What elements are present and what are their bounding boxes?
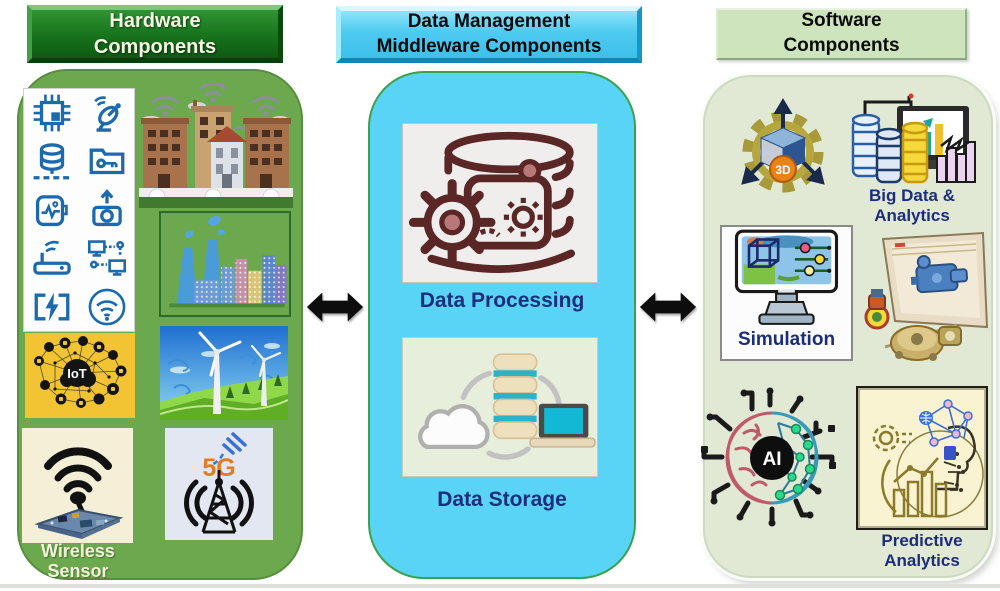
satellite-dish-icon (93, 96, 121, 132)
smart-city-factory-image (159, 211, 291, 317)
hardware-header: Hardware Components (27, 5, 283, 63)
data-processing-panel (402, 123, 598, 283)
predictive-analytics-label: Predictive Analytics (881, 531, 963, 570)
data-processing-label: Data Processing (419, 289, 585, 312)
simulation-label: Simulation (737, 329, 836, 350)
data-processing-icon (408, 131, 576, 273)
ai-label: AI (763, 449, 782, 470)
wifi-router-icon (32, 241, 71, 276)
network-computers-icon (87, 240, 126, 277)
bottom-divider (0, 584, 1000, 588)
bidirectional-arrow-mw-sw-icon (639, 292, 697, 322)
battery-charging-icon (34, 292, 69, 322)
predictive-analytics-icon (872, 399, 984, 518)
simulation-monitor-icon (734, 229, 839, 325)
wind-turbines-image (160, 326, 288, 420)
iot-label: IoT (67, 366, 87, 381)
wifi-signal-icon (88, 288, 125, 326)
data-storage-panel (402, 337, 598, 477)
smartwatch-health-icon (35, 195, 68, 227)
predictive-analytics-card (856, 386, 988, 530)
big-data-analytics-image (851, 93, 976, 184)
camera-upload-icon (91, 189, 122, 227)
bidirectional-arrow-hw-mw-icon (306, 292, 364, 322)
big-data-analytics-label: Big Data & Analytics (869, 186, 955, 225)
microchip-icon (33, 94, 70, 132)
simulation-card: Simulation (720, 225, 853, 361)
software-header: Software Components (716, 8, 967, 60)
cad-model-image (864, 231, 988, 361)
data-storage-icon (418, 353, 596, 460)
smart-buildings-image (139, 84, 293, 208)
three-d-badge-label: 3D (775, 163, 791, 177)
wireless-sensor-label: Wireless Sensor (41, 541, 115, 581)
wireless-sensor-image (22, 428, 133, 543)
iot-network-image: IoT (25, 333, 135, 418)
database-icon (33, 142, 70, 179)
three-d-modeling-icon: 3D (741, 98, 825, 193)
device-icon-panel (23, 88, 135, 332)
middleware-header: Data Management Middleware Components (336, 6, 642, 63)
ai-brain-icon: AI (701, 387, 836, 527)
folder-key-icon (89, 148, 124, 174)
data-storage-label: Data Storage (437, 488, 567, 511)
five-g-tower-image: 5G (165, 428, 273, 540)
